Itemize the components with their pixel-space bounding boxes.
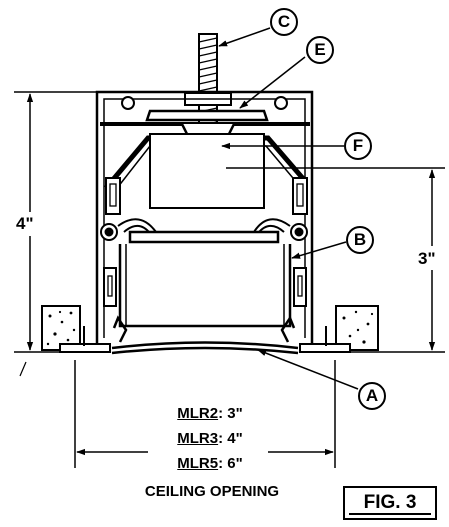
side-rails [103,177,308,307]
ceiling-opening-label: CEILING OPENING [144,483,280,500]
dimension-lines [14,91,445,468]
leader-lines [218,27,359,390]
opening-row-mlr3: MLR3: 4" [150,430,270,447]
callout-a: A [365,386,379,405]
housing [104,133,308,209]
opening-model: MLR5 [177,455,219,472]
trim-ring [118,230,292,328]
spring-clips [100,218,308,241]
callout-b: B [353,230,367,249]
opening-model: MLR3 [177,430,219,447]
callout-circles [270,8,386,410]
opening-size: : 4" [218,430,243,447]
lens-trim [111,315,299,355]
callout-c: C [277,12,291,31]
figure-label: FIG. 3 [363,492,417,513]
opening-model: MLR2 [177,405,219,422]
mounting-bracket [95,90,314,353]
figure-label-box: FIG. 3 [343,486,437,520]
callout-f: F [352,136,364,155]
overall-height-label: 4" [16,214,34,233]
ceiling-section [41,305,379,353]
opening-row-mlr5: MLR5: 6" [150,455,270,472]
inner-height-label: 3" [418,249,436,268]
opening-size: : 3" [218,405,243,422]
opening-row-mlr2: MLR2: 3" [150,405,270,422]
opening-size: : 6" [218,455,243,472]
callout-e: E [314,40,326,59]
